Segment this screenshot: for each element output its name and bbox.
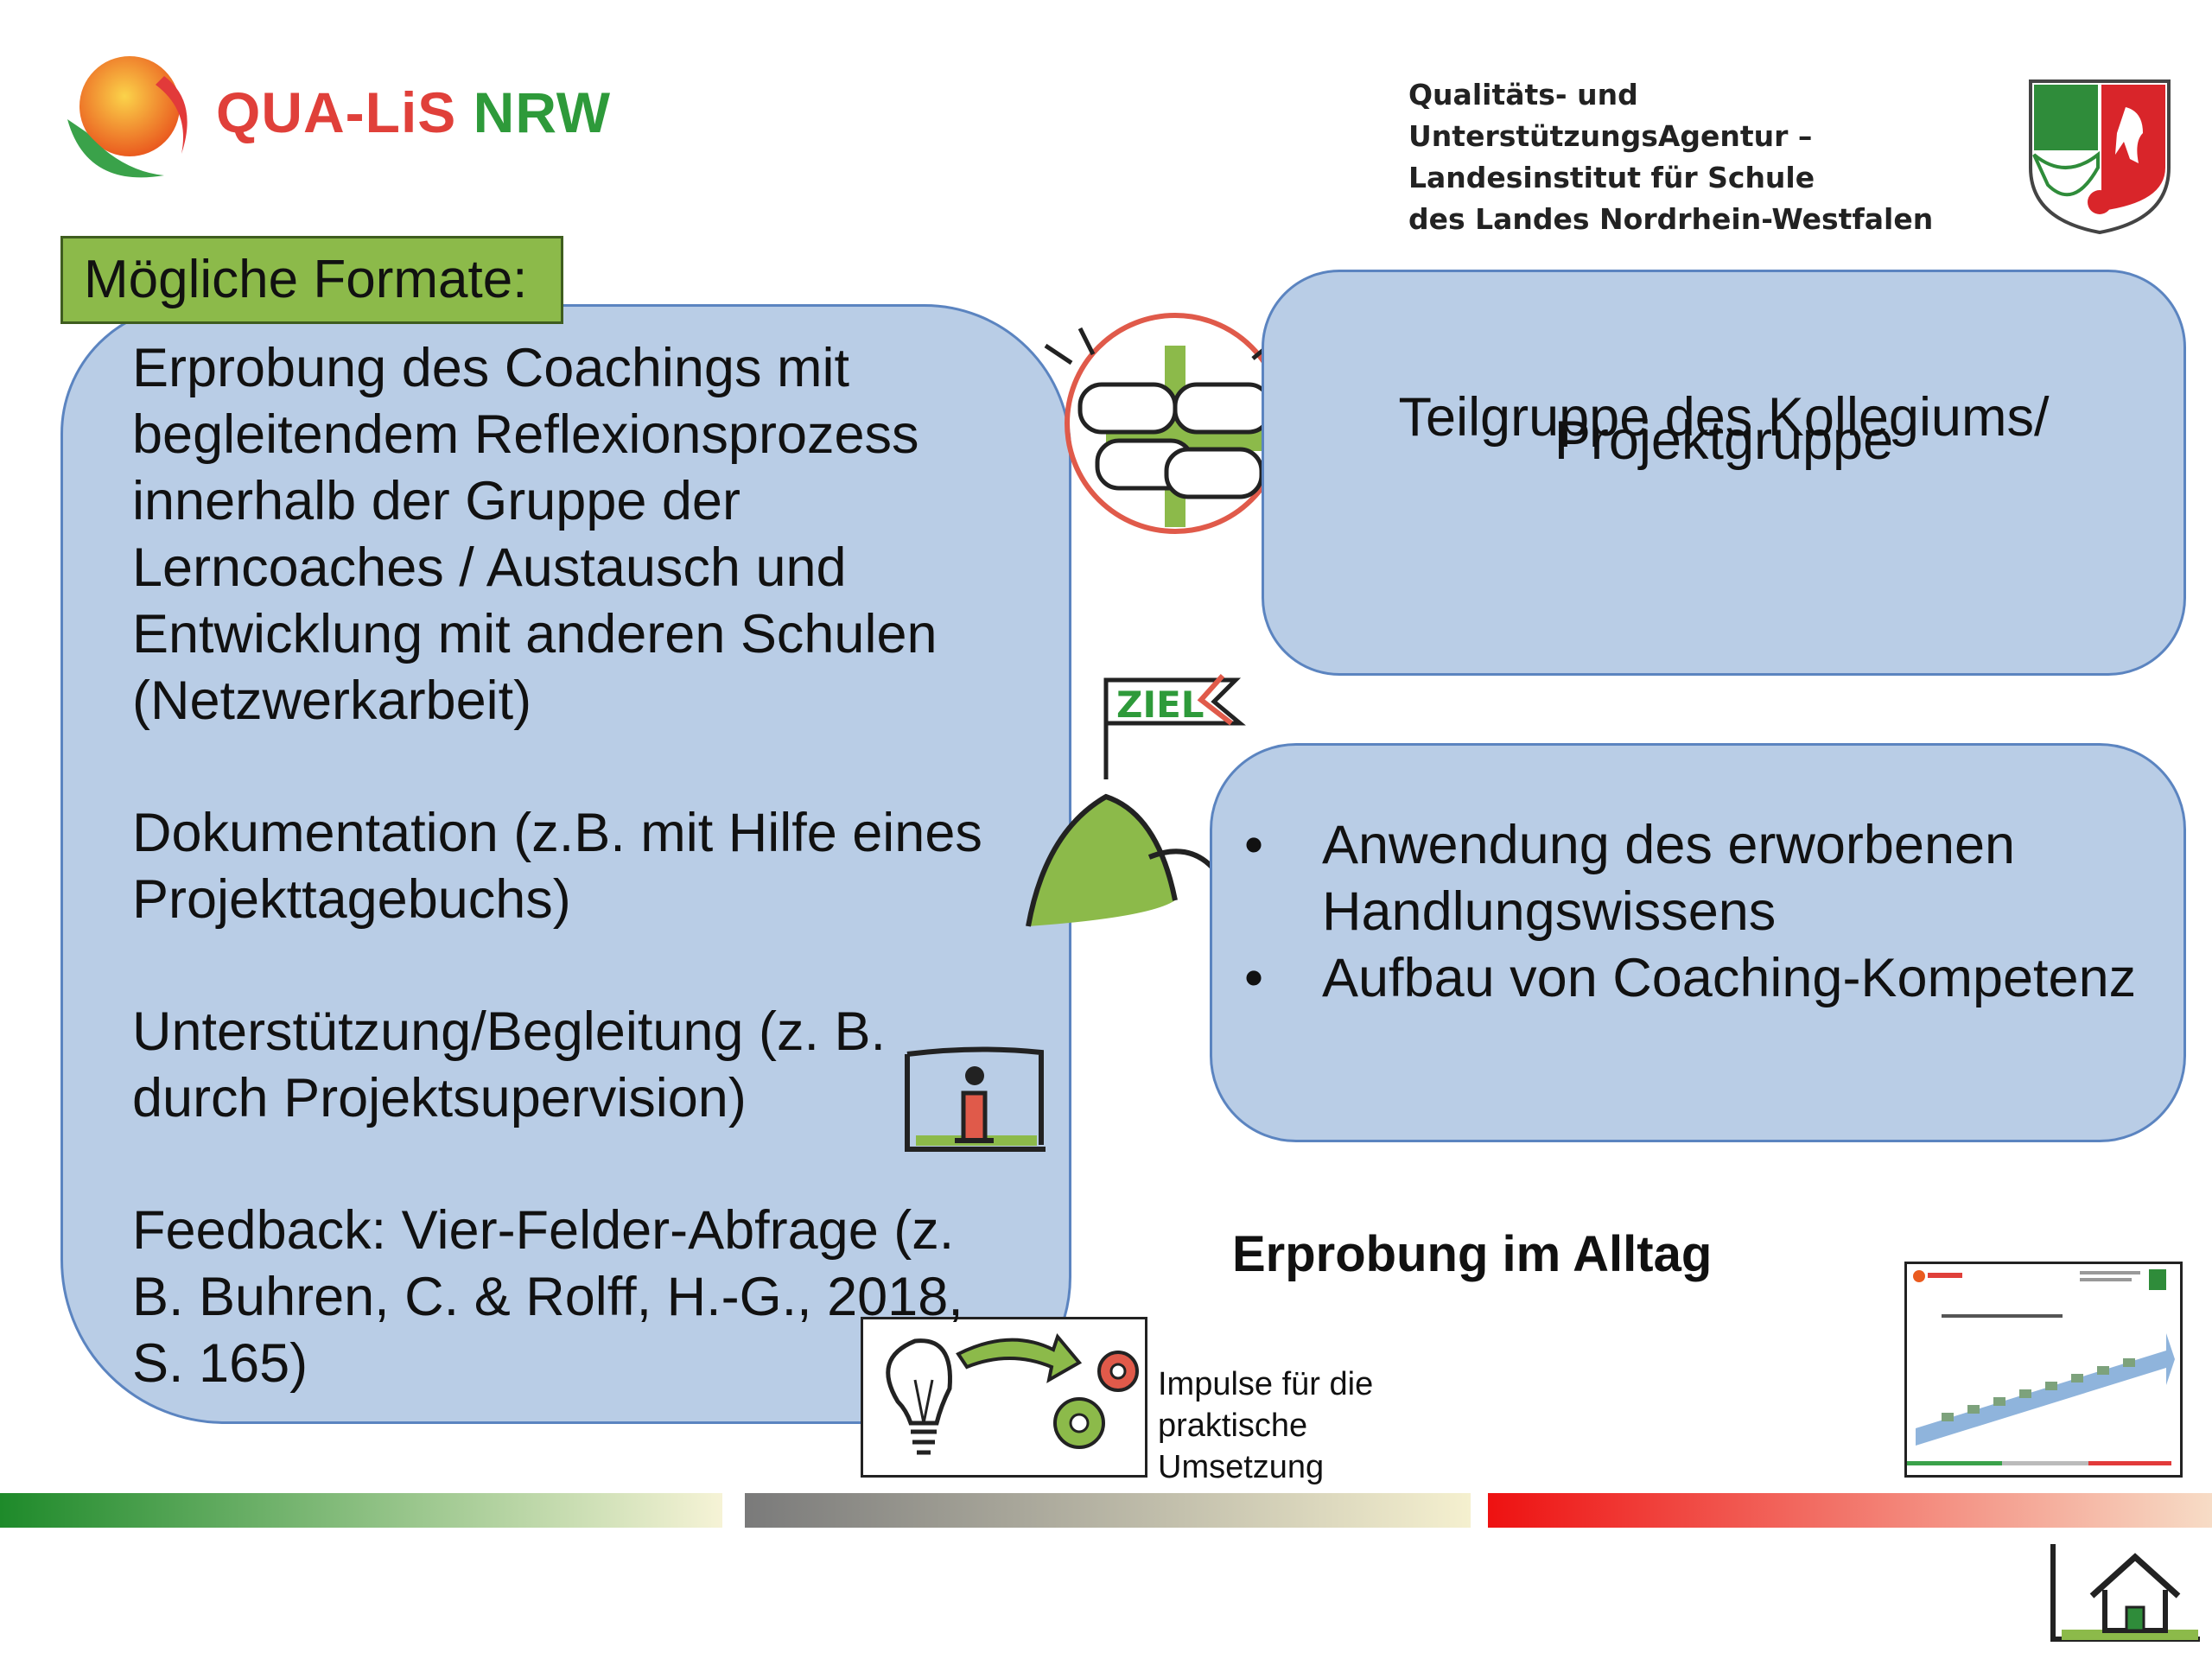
goal-sign-text: ZIEL xyxy=(1116,683,1205,726)
impulse-line: Impulse für die xyxy=(1158,1366,1374,1402)
left-panel-content: Erprobung des Coachings mit begleitendem… xyxy=(132,335,1048,1463)
home-icon[interactable] xyxy=(2044,1531,2209,1652)
outcomes-list: Anwendung des erworbenen Handlungswissen… xyxy=(1244,812,2160,1012)
idea-to-action-icon xyxy=(886,1332,1139,1455)
agency-line: Landesinstitut für Schule xyxy=(1408,161,1815,194)
nrw-coat-of-arms-icon xyxy=(2029,79,2171,235)
target-group-line: Projektgruppe xyxy=(1554,410,1894,471)
section-title: Erprobung im Alltag xyxy=(1232,1226,1713,1282)
agency-line: Qualitäts- und UnterstützungsAgentur – xyxy=(1408,78,1813,153)
agency-line: des Landes Nordrhein-Westfalen xyxy=(1408,202,1934,236)
footer-bar-gray xyxy=(745,1493,1471,1528)
footer-bar-green xyxy=(0,1493,722,1528)
qualis-logo-icon xyxy=(67,56,188,178)
target-group-panel: Teilgruppe des Kollegiums/ Projektgruppe xyxy=(1262,270,2186,676)
brand-wordmark: QUA-LiS NRW xyxy=(216,80,612,144)
tag-possible-formats: Mögliche Formate: xyxy=(60,236,563,324)
list-item: Aufbau von Coaching-Kompetenz xyxy=(1244,945,2160,1012)
format-paragraph: Erprobung des Coachings mit begleitendem… xyxy=(132,338,938,731)
format-paragraph: Unterstützung/Begleitung (z. B. durch Pr… xyxy=(132,1001,886,1128)
impulse-line: praktische xyxy=(1158,1408,1308,1444)
impulse-line: Umsetzung xyxy=(1158,1449,1325,1485)
target-group-line: Teilgruppe des Kollegiums/ xyxy=(1398,387,2050,448)
impulse-icon-box xyxy=(861,1317,1147,1478)
format-paragraph: Dokumentation (z.B. mit Hilfe eines Proj… xyxy=(132,803,982,930)
footer-bar-red xyxy=(1488,1493,2212,1528)
info-icon xyxy=(905,1046,1046,1152)
goal-mountain-icon: ZIEL xyxy=(1026,674,1255,928)
list-item: Anwendung des erworbenen Handlungswissen… xyxy=(1244,812,2160,945)
agency-name: Qualitäts- und UnterstützungsAgentur – L… xyxy=(1408,74,2013,240)
impulse-caption: Impulse für die praktische Umsetzung xyxy=(1158,1363,1373,1488)
format-paragraph: Feedback: Vier-Felder-Abfrage (z. B. Buh… xyxy=(132,1200,963,1394)
roadmap-thumbnail[interactable] xyxy=(1904,1262,2183,1478)
